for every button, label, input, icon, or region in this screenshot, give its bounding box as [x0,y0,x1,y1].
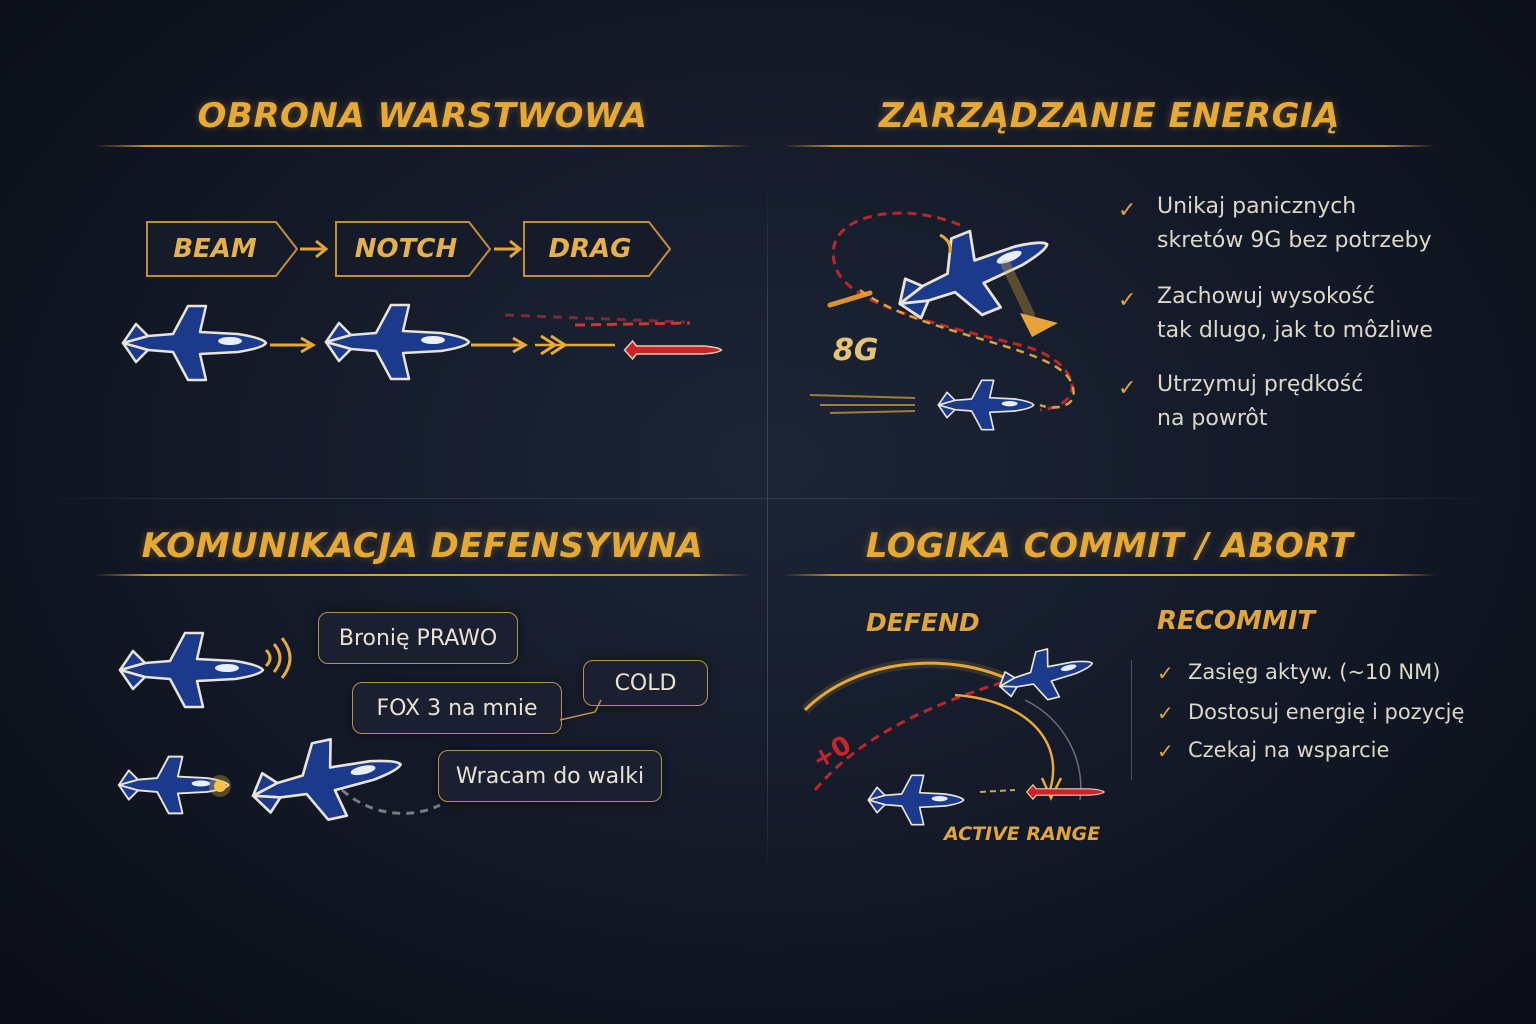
bullet-text: Czekaj na wsparcie [1188,738,1390,762]
comm-bubble-defending-right: Bronię PRAWO [318,612,518,664]
title-underline [783,145,1436,147]
title-underline [95,145,750,147]
recommit-label: RECOMMIT [1157,606,1316,636]
vertical-divider [767,180,768,880]
check-icon: ✓ [1118,288,1137,313]
check-icon: ✓ [1118,376,1137,401]
section-title-energy-management: ZARZĄDZANIE ENERGIĄ [879,96,1340,136]
step-arrows [300,239,523,259]
fighter-jet-icon [243,724,411,835]
comm-bubble-fox3: FOX 3 na mnie [352,682,562,734]
fighter-jet-icon [121,304,268,382]
horizontal-divider [30,498,1506,499]
comm-bubble-returning: Wracam do walki [438,750,662,802]
check-icon: ✓ [1157,701,1174,725]
title-underline [783,574,1436,576]
title-underline [95,574,750,576]
check-icon: ✓ [1118,198,1137,223]
bullet-text: Dostosuj energię i pozycję [1188,700,1465,724]
step-label: BEAM [173,234,257,264]
g-force-label: 8G [833,333,879,368]
step-drag: DRAG [523,221,671,277]
active-range-label: ACTIVE RANGE [944,823,1101,845]
defensive-comms-graphic [117,631,441,835]
bullet-text: Zasięg aktyw. (~10 NM) [1188,660,1441,684]
section-title-layered-defense: OBRONA WARSTWOWA [197,96,648,136]
fighter-jet-icon [867,774,965,826]
layered-defense-graphic [121,303,723,382]
energy-maneuver-graphic [809,204,1075,431]
missile-icon [623,340,723,360]
defend-label: DEFEND [866,608,980,637]
step-label: DRAG [548,234,632,264]
comm-bubble-cold: COLD [583,660,708,706]
recommit-separator [1131,660,1132,780]
missile-icon [1025,784,1105,800]
bubble-tails [559,699,602,721]
check-icon: ✓ [1157,739,1174,763]
step-beam: BEAM [146,221,298,277]
fighter-jet-icon [118,631,265,709]
fighter-jet-icon [992,640,1100,712]
section-title-commit-abort: LOGIKA COMMIT / ABORT [865,526,1354,566]
check-icon: ✓ [1157,661,1174,685]
section-title-defensive-comms: KOMUNIKACJA DEFENSYWNA [141,526,704,566]
step-label: NOTCH [354,234,458,264]
fighter-jet-icon [324,303,471,381]
step-notch: NOTCH [335,221,491,277]
fighter-jet-icon [937,379,1035,431]
commit-abort-graphic [801,640,1105,826]
